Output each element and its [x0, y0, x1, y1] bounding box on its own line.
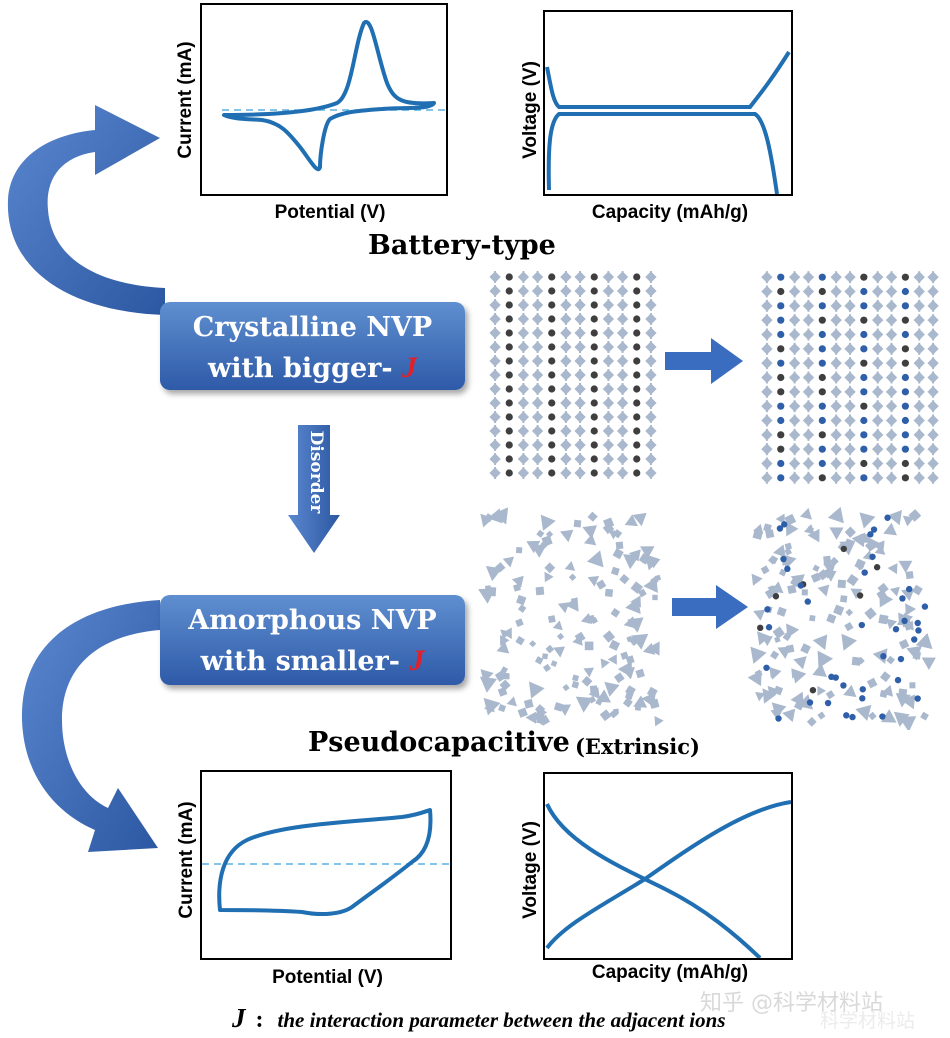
bottom-gcd-curve	[545, 800, 792, 960]
top-cv-curve	[222, 19, 446, 172]
crystalline-line2-text: with bigger-	[208, 353, 402, 384]
footer-colon: :	[255, 1007, 264, 1033]
extrinsic-subtitle: (Extrinsic)	[575, 734, 700, 759]
watermark-faint: 科学材料站	[820, 1010, 916, 1032]
amorphous-j: J	[409, 644, 425, 677]
footer-note: J: the interaction parameter between the …	[232, 1003, 726, 1034]
pseudocapacitive-title: Pseudocapacitive	[308, 727, 570, 758]
bottom-gcd-xlabel: Capacity (mAh/g)	[591, 962, 749, 983]
crystalline-line1: Crystalline NVP	[192, 312, 433, 343]
amorphous-line2-text: with smaller-	[200, 646, 410, 677]
crystalline-nvp-box: Crystalline NVP with bigger- J	[160, 302, 465, 390]
crystalline-j: J	[401, 351, 417, 384]
watermark-main: 知乎 @科学材料站	[700, 991, 883, 1016]
amorphous-line1: Amorphous NVP	[188, 605, 437, 636]
top-gcd-ylabel: Voltage (V)	[520, 61, 541, 159]
battery-type-title: Battery-type	[368, 230, 556, 261]
bottom-cv-ylabel: Current (mA)	[176, 801, 197, 919]
disorder-label: Disorder	[306, 430, 326, 514]
amorphous-network-intercalated	[748, 506, 936, 730]
top-gcd-plot	[543, 10, 793, 196]
bottom-gcd-plot	[543, 772, 793, 960]
amorphous-line2: with smaller- J	[160, 641, 465, 682]
bottom-cv-plot	[200, 770, 452, 960]
bottom-cv-xlabel: Potential (V)	[272, 967, 383, 988]
top-cv-xlabel: Potential (V)	[274, 202, 386, 223]
top-cv-plot	[200, 3, 448, 196]
down-arrow-icon	[288, 425, 340, 553]
footer-text: the interaction parameter between the ad…	[277, 1008, 726, 1032]
bottom-cv-curve	[202, 808, 450, 917]
amorphous-nvp-box: Amorphous NVP with smaller- J	[160, 595, 465, 685]
curved-arrow-icon	[7, 105, 165, 315]
amorphous-network-pristine	[478, 507, 664, 727]
top-gcd-xlabel: Capacity (mAh/g)	[591, 202, 749, 223]
crystalline-lattice-pristine	[489, 271, 657, 479]
top-gcd-curve	[545, 50, 791, 195]
crystalline-lattice-intercalated	[761, 271, 939, 484]
right-arrow-icon	[665, 338, 743, 384]
top-cv-ylabel: Current (mA)	[175, 41, 196, 159]
bottom-gcd-ylabel: Voltage (V)	[520, 821, 541, 919]
right-arrow-icon	[672, 585, 748, 629]
curved-arrow-icon	[21, 600, 160, 852]
crystalline-line2: with bigger- J	[160, 348, 465, 389]
footer-j: J	[232, 1003, 246, 1033]
